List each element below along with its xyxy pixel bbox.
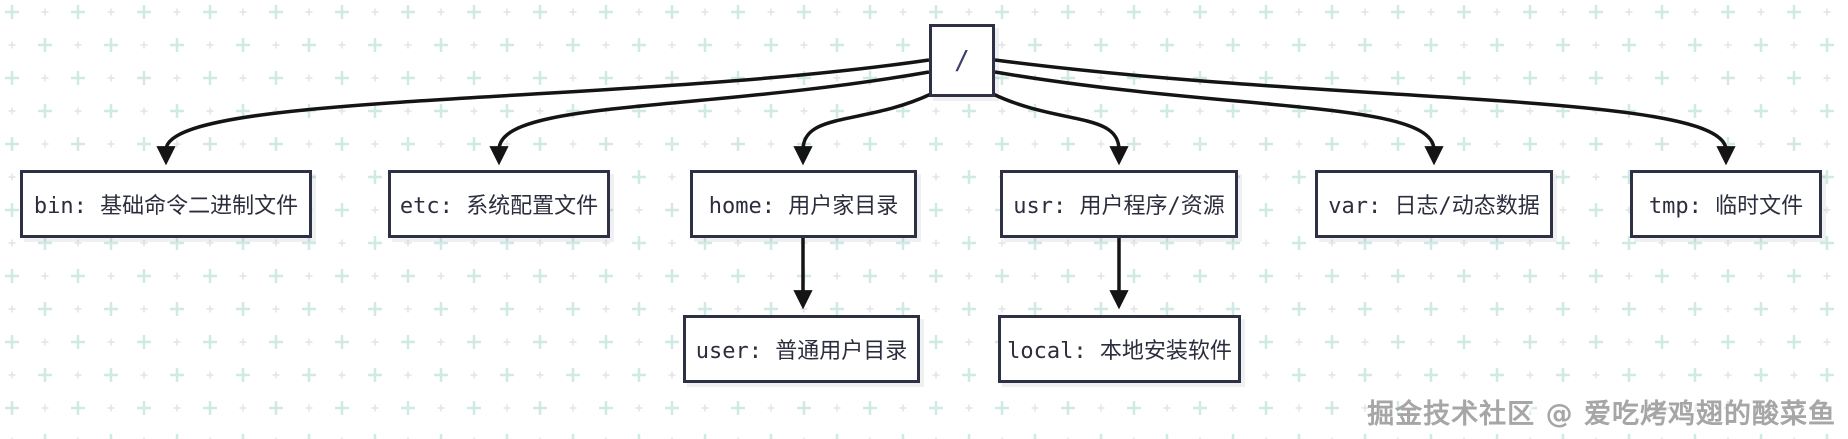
watermark-text: 掘金技术社区 @ 爱吃烤鸡翅的酸菜鱼 xyxy=(1367,399,1836,430)
edge-root-etc xyxy=(489,70,930,166)
edge-root-var xyxy=(994,70,1444,166)
node-user: user: 普通用户目录 xyxy=(683,315,920,383)
edge-root-home xyxy=(793,92,932,166)
edge-root-bin xyxy=(156,58,930,166)
node-var: var: 日志/动态数据 xyxy=(1315,170,1553,238)
edge-root-tmp xyxy=(994,58,1736,166)
node-home: home: 用户家目录 xyxy=(690,170,917,238)
node-etc: etc: 系统配置文件 xyxy=(388,170,610,238)
edge-root-usr xyxy=(992,92,1129,166)
node-tmp: tmp: 临时文件 xyxy=(1630,170,1822,238)
node-root: / xyxy=(929,24,995,97)
node-bin: bin: 基础命令二进制文件 xyxy=(20,170,312,238)
node-usr: usr: 用户程序/资源 xyxy=(1000,170,1238,238)
node-local: local: 本地安装软件 xyxy=(998,315,1241,383)
